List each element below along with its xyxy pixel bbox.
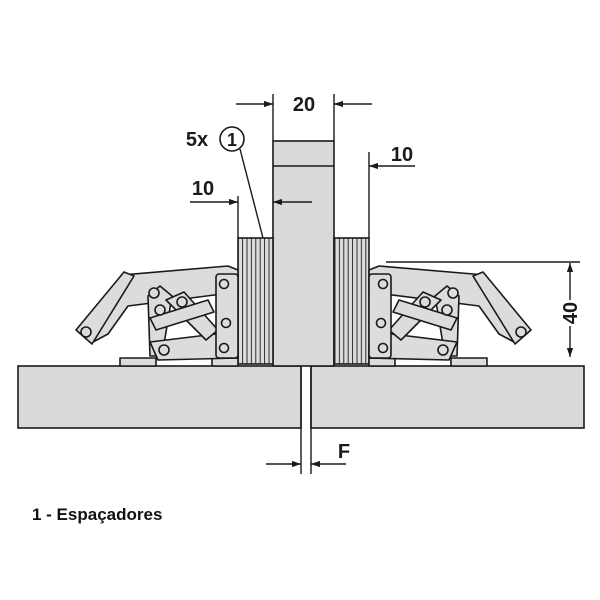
dim-left-offset-label: 10 [192, 178, 214, 200]
spacer-stack-right [333, 237, 370, 365]
callout-leader [239, 148, 264, 239]
center-board [272, 140, 335, 367]
callout-multiplier: 5x [186, 129, 208, 151]
legend-caption: 1 - Espaçadores [32, 505, 163, 524]
left-panel [17, 365, 302, 429]
callout-number: 1 [227, 130, 237, 150]
dim-left-offset [190, 196, 312, 238]
right-panel [310, 365, 585, 429]
dim-height-label: 40 [560, 302, 582, 324]
spacer-stack-left [237, 237, 274, 365]
dim-right-offset-label: 10 [391, 144, 413, 166]
dim-top-width [236, 94, 372, 141]
right-hinge [368, 265, 532, 367]
dim-right-offset [368, 152, 415, 238]
callout-circle [219, 126, 245, 152]
left-hinge [75, 265, 239, 367]
dim-height [386, 261, 580, 357]
dim-gap [266, 366, 346, 474]
dim-top-width-label: 20 [293, 94, 315, 116]
dim-gap-label: F [338, 441, 350, 463]
